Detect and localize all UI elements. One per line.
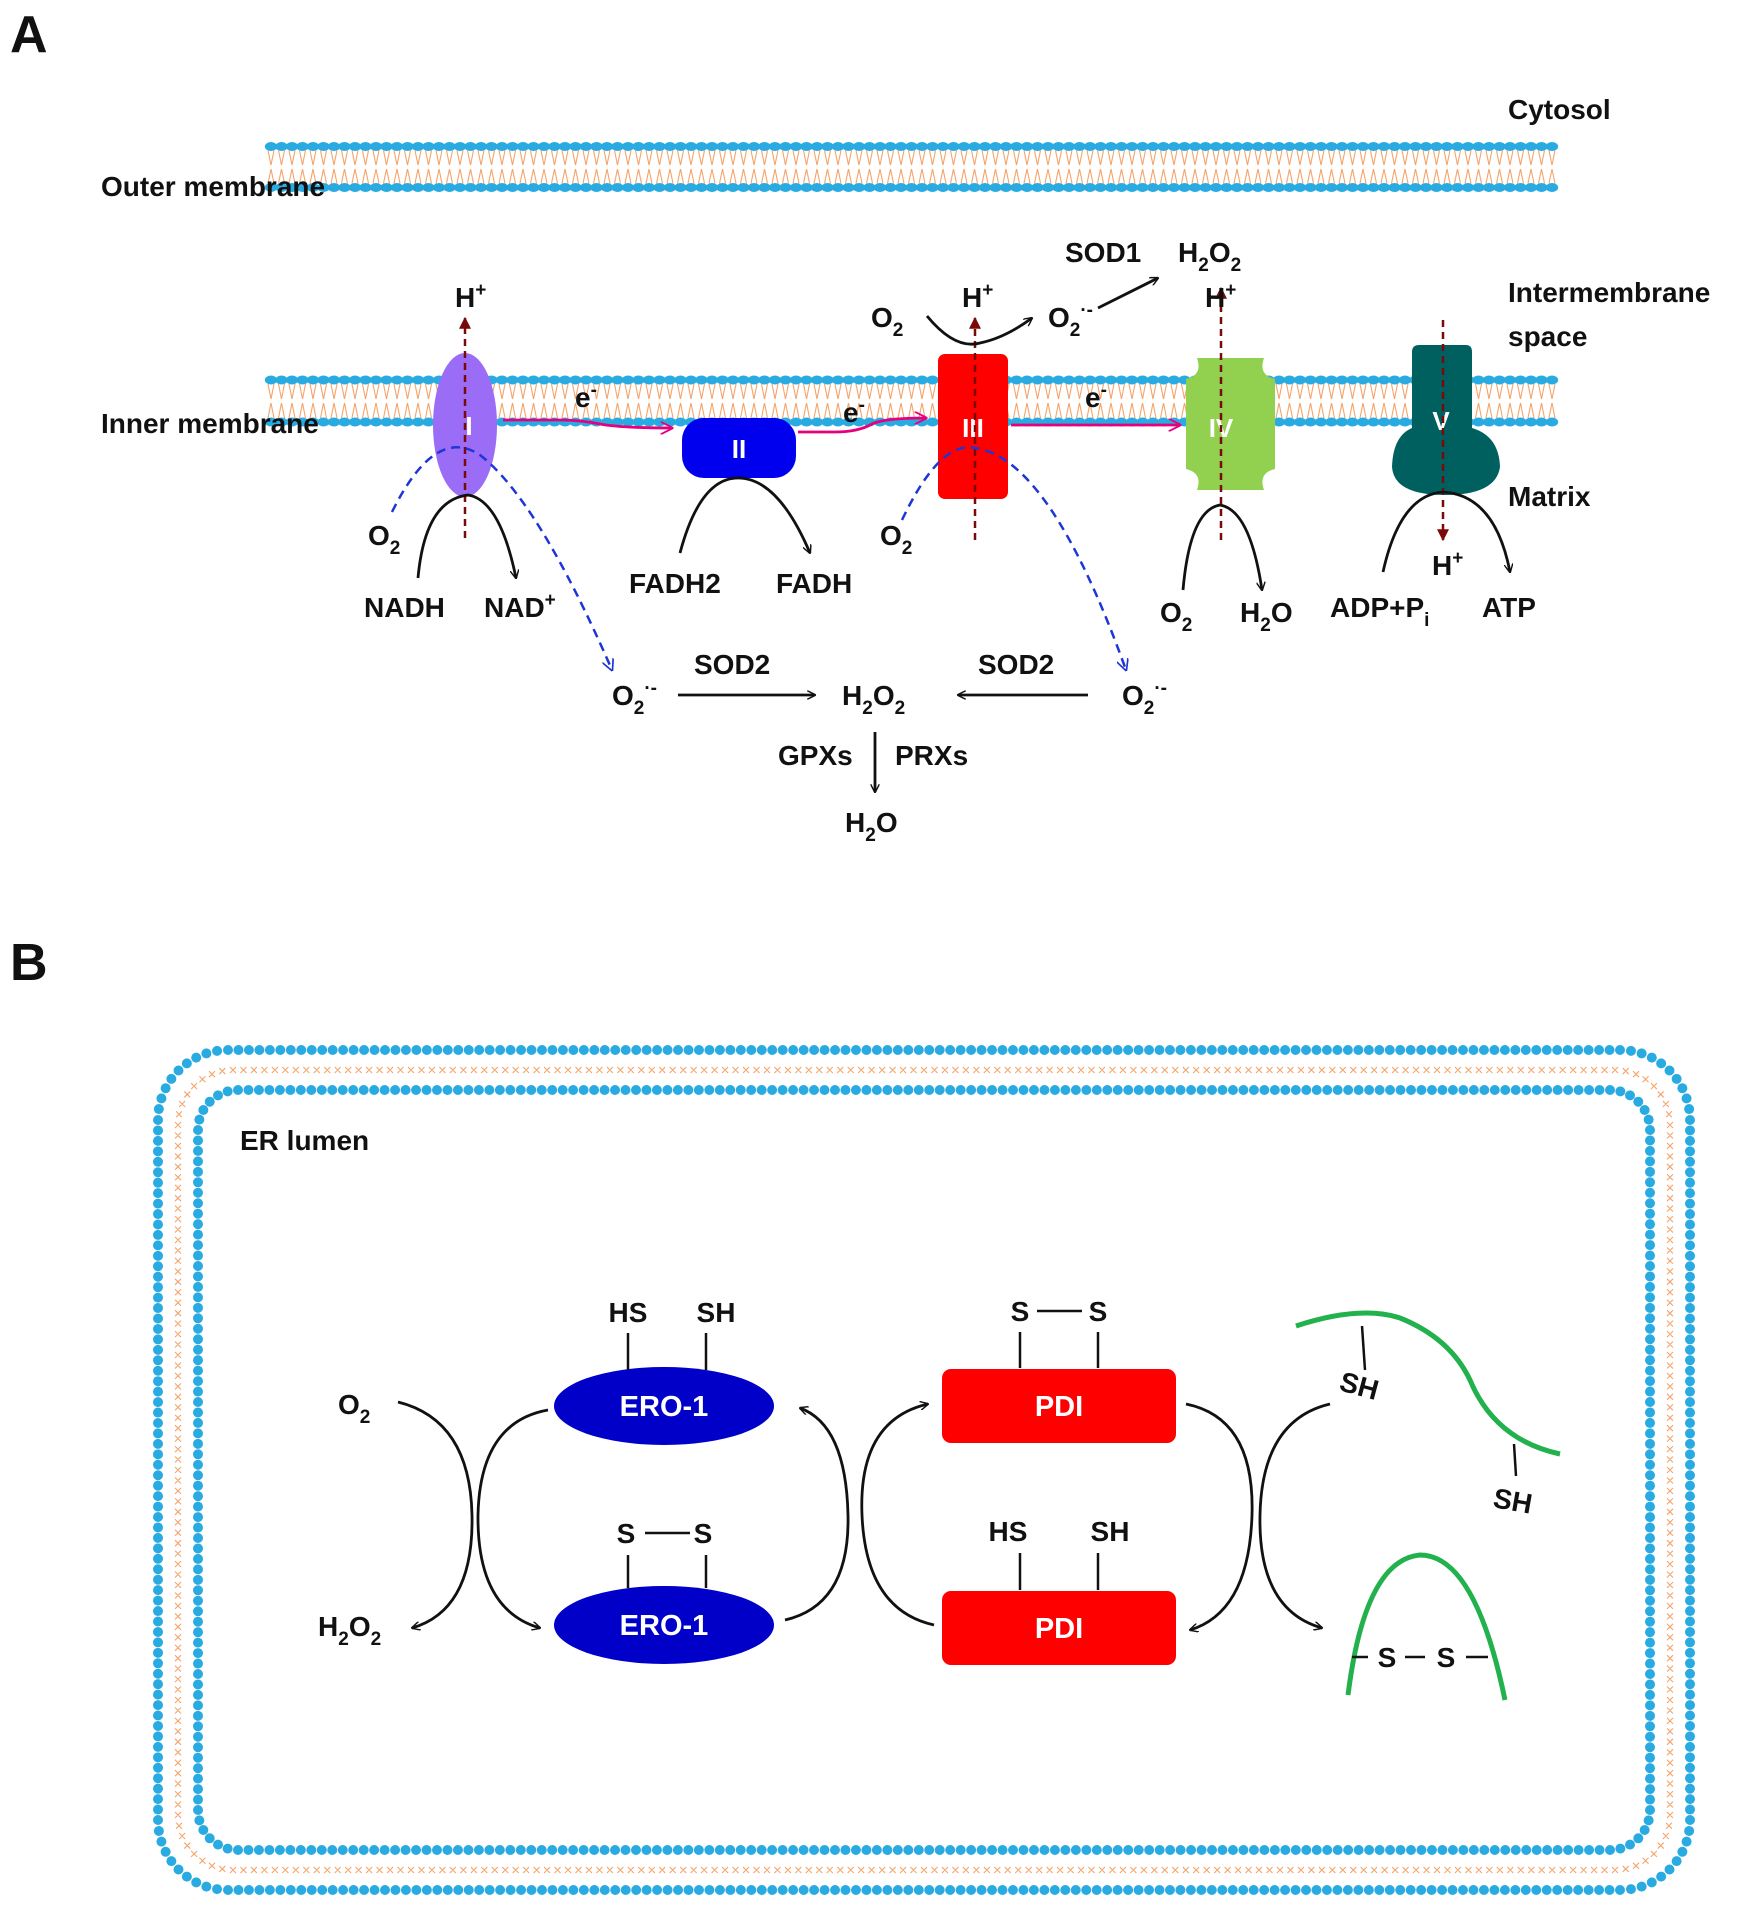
outer-membrane: [264, 142, 1559, 192]
pdi-oxidized-to-reduced-curve: [1185, 1402, 1254, 1630]
complex-i-label: I: [465, 411, 472, 441]
pdi-s-right-label: S: [1089, 1296, 1108, 1327]
h2o2-label-matrix: H2O2: [842, 680, 905, 719]
substrate-sh-2-label: SH: [1491, 1482, 1535, 1519]
substrate-sh-1-label: SH: [1336, 1366, 1382, 1406]
nad-label: NAD+: [484, 590, 556, 623]
fadh-label: FADH: [776, 568, 852, 599]
substrate-protein: [1295, 1310, 1561, 1701]
ero1-oxidized-label: ERO-1: [620, 1610, 709, 1642]
proton-label-v: H+: [1432, 548, 1463, 581]
ero1-reduced-shape: [554, 1367, 774, 1445]
outer-bilayer: [264, 142, 1559, 192]
water-label-iv: H2O: [1240, 597, 1293, 636]
ero1-hs-label: HS: [609, 1297, 648, 1328]
complex-ii-shape: [682, 418, 796, 478]
o2-superoxide-curve: [925, 315, 1032, 346]
adp-pi-label: ADP+Pi: [1330, 592, 1429, 631]
er-membrane: [153, 1045, 1695, 1895]
electron-label-1: e-: [575, 380, 597, 413]
pdi-sh-label: SH: [1091, 1516, 1130, 1547]
electron-labels: e- e- e-: [575, 380, 1107, 428]
ros-arrow-iii: [900, 446, 1126, 670]
panel-label-a: A: [10, 6, 48, 64]
ero1-s-right-label: S: [694, 1518, 713, 1549]
matrix-label: Matrix: [1508, 481, 1591, 512]
pdi-reduced-to-oxidized-curve: [860, 1404, 935, 1627]
sod2-right-label: SOD2: [978, 649, 1054, 680]
sod2-left-label: SOD2: [694, 649, 770, 680]
complex-v-label: V: [1432, 406, 1450, 436]
ros-leakage: [390, 446, 1126, 670]
oxygen-label-iv: O2: [1160, 597, 1192, 636]
complex-iii-label: III: [962, 413, 984, 443]
oxidized-substrate-chain: [1345, 1552, 1508, 1701]
pdi-hs-label: HS: [989, 1516, 1028, 1547]
fadh2-label: FADH2: [629, 568, 721, 599]
complex-v-shape: [1392, 345, 1500, 495]
nadh-curve: [416, 493, 516, 578]
electron-flow: [503, 418, 1180, 432]
oxygen-label-i: O2: [368, 520, 400, 559]
fadh-curve: [678, 476, 810, 553]
ero1-oxidized-shape: [554, 1586, 774, 1664]
pdi-s-left-label: S: [1011, 1296, 1030, 1327]
outer-membrane-label: Outer membrane: [101, 171, 325, 202]
intermembrane-label: Intermembrane: [1508, 277, 1710, 308]
gpxs-label: GPXs: [778, 740, 853, 771]
proton-label-iii: H+: [962, 280, 993, 313]
inner-membrane-label: Inner membrane: [101, 408, 319, 439]
superoxide-label-ims: O2·-: [1048, 300, 1093, 341]
er-lumen-label: ER lumen: [240, 1125, 369, 1156]
proton-label-i: H+: [455, 280, 486, 313]
superoxide-label-left: O2·-: [612, 678, 657, 719]
h2o2-label-ims: H2O2: [1178, 237, 1241, 276]
proton-flow: [459, 286, 1449, 542]
reduced-substrate-chain: [1295, 1310, 1561, 1457]
ros-arrow-i: [390, 446, 612, 670]
substrate-oxidation-curve: [1258, 1402, 1331, 1628]
sod1-arrow: [1097, 276, 1158, 310]
er-reaction-curves: [397, 1400, 1331, 1630]
reaction-curves: [416, 276, 1510, 792]
panel-label-b: B: [10, 934, 48, 992]
electron-arrow-1: [503, 418, 672, 428]
substrate-s-left-label: S: [1378, 1642, 1397, 1673]
adp-atp-curve: [1381, 490, 1510, 572]
complex-iii-shape: [938, 354, 1008, 499]
pdi-reduced-shape: [942, 1591, 1176, 1665]
electron-label-3: e-: [1085, 380, 1107, 413]
substrate-thiol-sticks: [1352, 1325, 1518, 1659]
water-label-matrix: H2O: [845, 807, 898, 846]
ero1-oxidized-to-reduced-curve: [784, 1408, 850, 1622]
pdi-reduced-label: PDI: [1035, 1613, 1083, 1645]
ero1-reduced-to-oxidized-curve: [476, 1408, 549, 1628]
oxygen-label-ims: O2: [871, 302, 903, 341]
pdi-oxidized-shape: [942, 1369, 1176, 1443]
er-oxygen-label: O2: [338, 1389, 370, 1428]
sod1-label: SOD1: [1065, 237, 1141, 268]
intermembrane-space-label: space: [1508, 321, 1587, 352]
ero1-s-left-label: S: [617, 1518, 636, 1549]
ero1-sh-label: SH: [697, 1297, 736, 1328]
prxs-label: PRXs: [895, 740, 968, 771]
electron-arrow-2: [798, 418, 926, 434]
complex-ii-label: II: [732, 434, 746, 464]
proton-label-iv: H+: [1205, 280, 1236, 313]
thiol-sticks: [626, 1309, 1100, 1590]
pdi-oxidized-label: PDI: [1035, 1391, 1083, 1423]
cytosol-label: Cytosol: [1508, 94, 1611, 125]
substrate-s-right-label: S: [1437, 1642, 1456, 1673]
er-h2o2-label: H2O2: [318, 1611, 381, 1650]
ero1-reduced-label: ERO-1: [620, 1391, 709, 1423]
atp-label: ATP: [1482, 592, 1536, 623]
complex-iv-shape: [1186, 358, 1275, 490]
o2-to-h2o2-curve: [397, 1400, 474, 1628]
nadh-label: NADH: [364, 592, 445, 623]
o2-h2o-curve: [1181, 503, 1262, 590]
electron-label-2: e-: [843, 395, 865, 428]
superoxide-label-right: O2·-: [1122, 678, 1167, 719]
oxygen-label-iii: O2: [880, 520, 912, 559]
